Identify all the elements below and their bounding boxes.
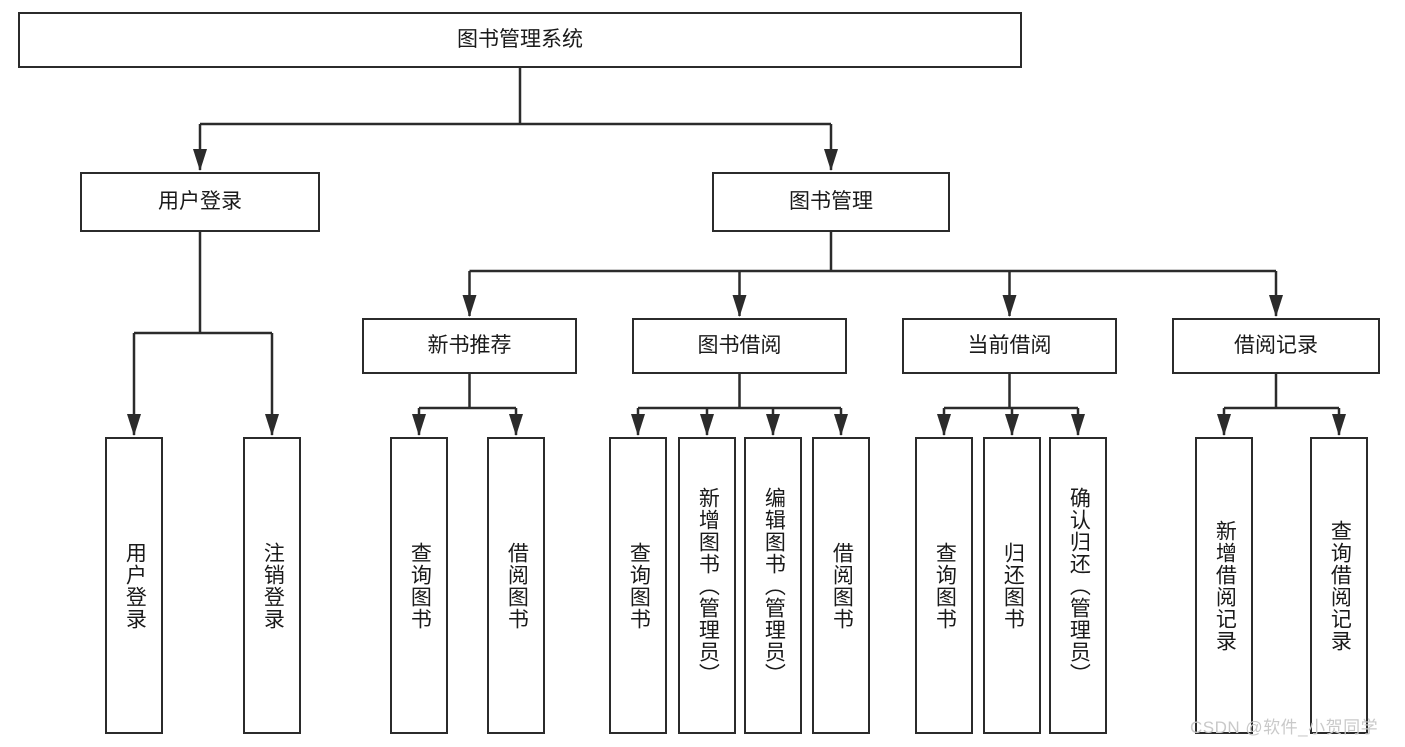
arrowhead	[1269, 295, 1283, 317]
arrowhead	[193, 149, 207, 171]
node-label: 当前借阅	[967, 333, 1052, 357]
node-label: 借阅图书	[505, 541, 529, 630]
node-label: 查询图书	[408, 541, 432, 630]
node-label: 归还图书	[1001, 541, 1025, 630]
arrowhead	[766, 414, 780, 436]
arrowhead	[824, 149, 838, 171]
node-book-manage[interactable]: 图书管理	[712, 172, 950, 232]
node-leaf-book-add[interactable]: 新增图书（管理员）	[678, 437, 736, 734]
node-label: 注销登录	[261, 541, 285, 630]
node-leaf-user-login[interactable]: 用户登录	[105, 437, 163, 734]
arrowhead	[1071, 414, 1085, 436]
node-label: 查询图书	[627, 541, 651, 630]
node-label: 确认归还（管理员）	[1067, 486, 1091, 685]
node-leaf-record-add[interactable]: 新增借阅记录	[1195, 437, 1253, 734]
node-leaf-rec-borrow[interactable]: 借阅图书	[487, 437, 545, 734]
node-label: 用户登录	[158, 189, 242, 213]
node-label: 新增图书（管理员）	[696, 486, 720, 685]
node-label: 借阅记录	[1234, 333, 1318, 357]
node-leaf-book-borrow[interactable]: 借阅图书	[812, 437, 870, 734]
node-leaf-cur-query[interactable]: 查询图书	[915, 437, 973, 734]
arrowhead	[1332, 414, 1346, 436]
node-label: 图书管理系统	[457, 27, 583, 51]
node-label: 新书推荐	[427, 333, 512, 357]
arrowhead	[509, 414, 523, 436]
node-label: 新增借阅记录	[1213, 519, 1237, 652]
arrowhead	[265, 414, 279, 436]
arrowhead	[412, 414, 426, 436]
node-current-borrow[interactable]: 当前借阅	[902, 318, 1117, 374]
node-user-login[interactable]: 用户登录	[80, 172, 320, 232]
node-leaf-rec-query[interactable]: 查询图书	[390, 437, 448, 734]
node-leaf-borrow-query[interactable]: 查询图书	[609, 437, 667, 734]
node-label: 借阅图书	[830, 541, 854, 630]
node-label: 图书借阅	[697, 333, 782, 357]
node-leaf-book-edit[interactable]: 编辑图书（管理员）	[744, 437, 802, 734]
node-leaf-user-logout[interactable]: 注销登录	[243, 437, 301, 734]
arrowhead	[462, 295, 477, 317]
node-label: 查询借阅记录	[1328, 519, 1352, 652]
arrowhead	[700, 414, 714, 436]
arrowhead	[1217, 414, 1231, 436]
arrowhead	[127, 414, 141, 436]
node-label: 用户登录	[123, 541, 147, 630]
arrowhead	[1005, 414, 1019, 436]
node-new-book-rec[interactable]: 新书推荐	[362, 318, 577, 374]
node-leaf-record-query[interactable]: 查询借阅记录	[1310, 437, 1368, 734]
node-label: 编辑图书（管理员）	[762, 486, 786, 685]
arrowhead	[937, 414, 951, 436]
node-leaf-cur-confirm[interactable]: 确认归还（管理员）	[1049, 437, 1107, 734]
node-borrow-record[interactable]: 借阅记录	[1172, 318, 1380, 374]
node-root[interactable]: 图书管理系统	[18, 12, 1022, 68]
node-label: 图书管理	[789, 189, 873, 213]
node-book-borrow[interactable]: 图书借阅	[632, 318, 847, 374]
arrowhead	[1002, 295, 1017, 317]
node-label: 查询图书	[933, 541, 957, 630]
arrowhead	[834, 414, 848, 436]
arrowhead	[631, 414, 645, 436]
arrowhead	[732, 295, 747, 317]
node-leaf-cur-return[interactable]: 归还图书	[983, 437, 1041, 734]
